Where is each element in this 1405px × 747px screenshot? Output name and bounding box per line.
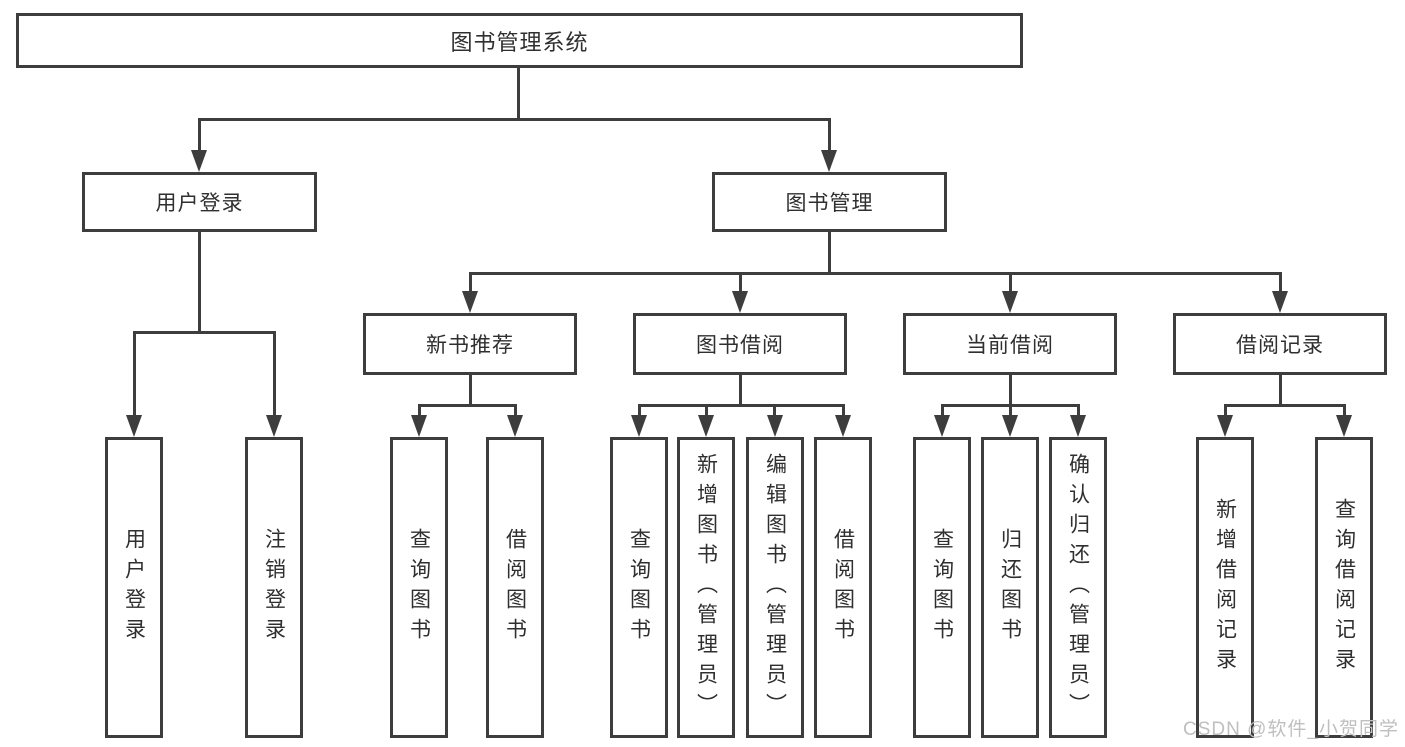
node-label: 当前借阅: [966, 334, 1054, 357]
connector-line: [198, 118, 831, 121]
node-label: 新增借阅记录: [1213, 497, 1237, 678]
node-leaf-query-book-1: 查询图书: [390, 437, 448, 738]
node-leaf-edit-book-admin: 编辑图书（管理员）: [746, 437, 804, 738]
connector-line: [198, 118, 201, 152]
arrow-down-icon: [507, 415, 523, 437]
connector-line: [1224, 404, 1346, 407]
node-label: 编辑图书（管理员）: [763, 452, 787, 723]
arrow-down-icon: [1217, 415, 1233, 437]
node-book-borrow: 图书借阅: [633, 313, 847, 375]
node-label: 图书借阅: [696, 334, 784, 357]
arrow-down-icon: [732, 291, 748, 313]
connector-line: [773, 404, 776, 417]
connector-line: [842, 404, 845, 417]
connector-line: [469, 272, 472, 293]
arrow-down-icon: [1336, 415, 1352, 437]
connector-line: [418, 404, 517, 407]
arrow-down-icon: [821, 150, 837, 172]
watermark: CSDN @软件_小贺同学: [1183, 719, 1399, 740]
connector-line: [941, 404, 944, 417]
node-leaf-query-book-3: 查询图书: [913, 437, 971, 738]
arrow-down-icon: [934, 415, 950, 437]
connector-line: [1343, 404, 1346, 417]
node-new-book-recommend: 新书推荐: [363, 313, 577, 375]
node-label: 用户登录: [122, 527, 146, 648]
connector-line: [739, 272, 742, 293]
node-label: 查询图书: [930, 527, 954, 648]
node-leaf-logout: 注销登录: [245, 437, 303, 738]
node-leaf-borrow-book-2: 借阅图书: [814, 437, 872, 738]
node-label: 新增图书（管理员）: [694, 452, 718, 723]
node-label: 确认归还（管理员）: [1066, 452, 1090, 723]
node-label: 借阅图书: [503, 527, 527, 648]
connector-line: [1224, 404, 1227, 417]
node-current-borrow: 当前借阅: [903, 313, 1117, 375]
arrow-down-icon: [191, 150, 207, 172]
connector-line: [828, 232, 831, 275]
connector-line: [1279, 272, 1282, 293]
node-leaf-borrow-book-1: 借阅图书: [486, 437, 544, 738]
connector-line: [418, 404, 421, 417]
connector-line: [638, 404, 845, 407]
arrow-down-icon: [462, 291, 478, 313]
arrow-down-icon: [1002, 415, 1018, 437]
connector-line: [1279, 375, 1282, 407]
arrow-down-icon: [698, 415, 714, 437]
node-leaf-add-borrow-record: 新增借阅记录: [1196, 437, 1254, 738]
arrow-down-icon: [1002, 291, 1018, 313]
node-label: 新书推荐: [426, 334, 514, 357]
connector-line: [469, 272, 1282, 275]
connector-line: [1009, 272, 1012, 293]
connector-line: [638, 404, 641, 417]
node-label: 用户登录: [155, 192, 244, 215]
node-label: 查询图书: [627, 527, 651, 648]
arrow-down-icon: [631, 415, 647, 437]
arrow-down-icon: [126, 415, 142, 437]
arrow-down-icon: [1272, 291, 1288, 313]
node-label: 查询图书: [407, 527, 431, 648]
node-label: 归还图书: [998, 527, 1022, 648]
connector-line: [705, 404, 708, 417]
node-leaf-query-book-2: 查询图书: [610, 437, 668, 738]
connector-line: [739, 375, 742, 407]
arrow-down-icon: [767, 415, 783, 437]
node-label: 图书管理系统: [450, 29, 589, 55]
arrow-down-icon: [1070, 415, 1086, 437]
connector-line: [133, 331, 276, 334]
connector-line: [469, 375, 472, 407]
node-leaf-confirm-return-admin: 确认归还（管理员）: [1049, 437, 1107, 738]
arrow-down-icon: [411, 415, 427, 437]
node-leaf-query-borrow-record: 查询借阅记录: [1315, 437, 1373, 738]
node-leaf-user-login: 用户登录: [105, 437, 163, 738]
connector-line: [133, 331, 136, 417]
node-system-root: 图书管理系统: [16, 13, 1023, 68]
connector-line: [273, 331, 276, 417]
connector-line: [1009, 404, 1012, 417]
arrow-down-icon: [835, 415, 851, 437]
node-label: 借阅图书: [831, 527, 855, 648]
node-label: 注销登录: [262, 527, 286, 648]
node-borrow-record: 借阅记录: [1173, 313, 1387, 375]
node-label: 借阅记录: [1236, 334, 1324, 357]
connector-line: [198, 232, 201, 334]
node-book-management-branch: 图书管理: [712, 172, 947, 232]
node-label: 图书管理: [785, 192, 874, 215]
connector-line: [1077, 404, 1080, 417]
node-user-login-branch: 用户登录: [82, 172, 317, 232]
arrow-down-icon: [266, 415, 282, 437]
node-leaf-add-book-admin: 新增图书（管理员）: [677, 437, 735, 738]
connector-line: [514, 404, 517, 417]
connector-line: [828, 118, 831, 152]
connector-line: [517, 68, 520, 120]
connector-line: [1009, 375, 1012, 407]
node-leaf-return-book: 归还图书: [981, 437, 1039, 738]
node-label: 查询借阅记录: [1332, 497, 1356, 678]
